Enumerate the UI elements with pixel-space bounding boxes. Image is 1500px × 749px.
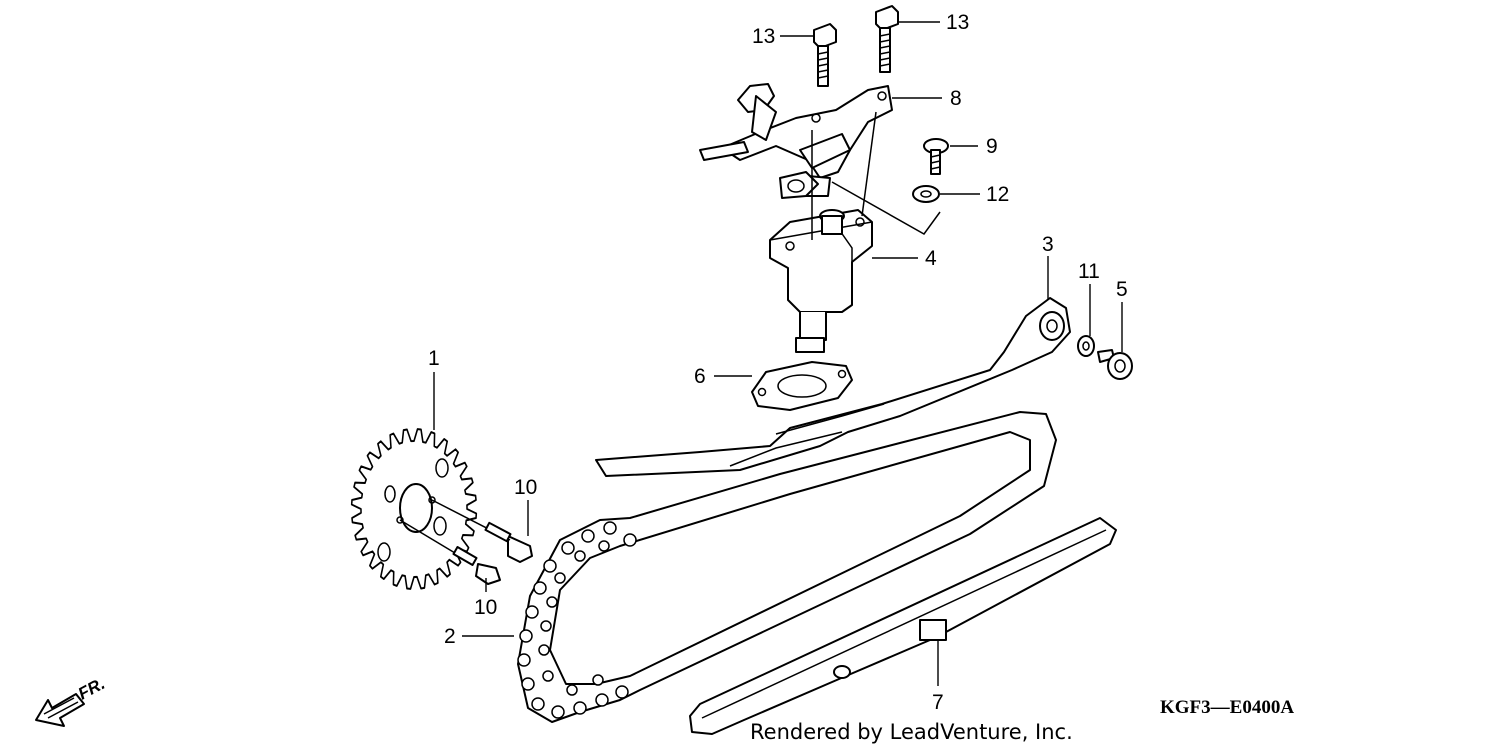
callout-13-left: 13 — [752, 25, 775, 48]
diagram-code: KGF3—E0400A — [1160, 697, 1294, 718]
leader-lines — [433, 21, 1123, 686]
sprocket-bolt-upper[interactable] — [431, 499, 533, 563]
callout-5: 5 — [1116, 278, 1128, 301]
callout-3: 3 — [1042, 233, 1054, 256]
tensioner-gasket[interactable] — [751, 361, 853, 411]
callout-10-upper: 10 — [514, 476, 537, 499]
callout-10-lower: 10 — [474, 596, 497, 619]
callout-11: 11 — [1078, 260, 1100, 283]
callout-8: 8 — [950, 87, 962, 110]
bolt-13-left[interactable] — [813, 23, 837, 87]
cam-chain[interactable] — [517, 411, 1057, 723]
callout-7: 7 — [932, 691, 944, 714]
washer-11[interactable] — [1077, 335, 1095, 357]
cam-sprocket[interactable] — [350, 428, 478, 590]
chain-guide[interactable] — [689, 517, 1117, 735]
washer-12[interactable] — [912, 185, 940, 203]
tensioner-arm[interactable] — [595, 297, 1071, 477]
render-credit: Rendered by LeadVenture, Inc. — [750, 720, 1073, 744]
tensioner-lifter[interactable] — [769, 209, 873, 353]
callout-9: 9 — [986, 135, 998, 158]
bolt-13-right[interactable] — [875, 5, 899, 73]
callout-1: 1 — [428, 347, 440, 370]
callout-12: 12 — [986, 183, 1009, 206]
pivot-bolt-5[interactable] — [1097, 349, 1133, 380]
screw-9[interactable] — [923, 138, 949, 175]
callout-2: 2 — [444, 625, 456, 648]
callout-13-right: 13 — [946, 11, 969, 34]
sprocket-bolt-lower[interactable] — [399, 519, 501, 585]
front-direction-arrow-icon — [35, 693, 85, 727]
callout-4: 4 — [925, 247, 937, 270]
callout-6: 6 — [694, 365, 706, 388]
